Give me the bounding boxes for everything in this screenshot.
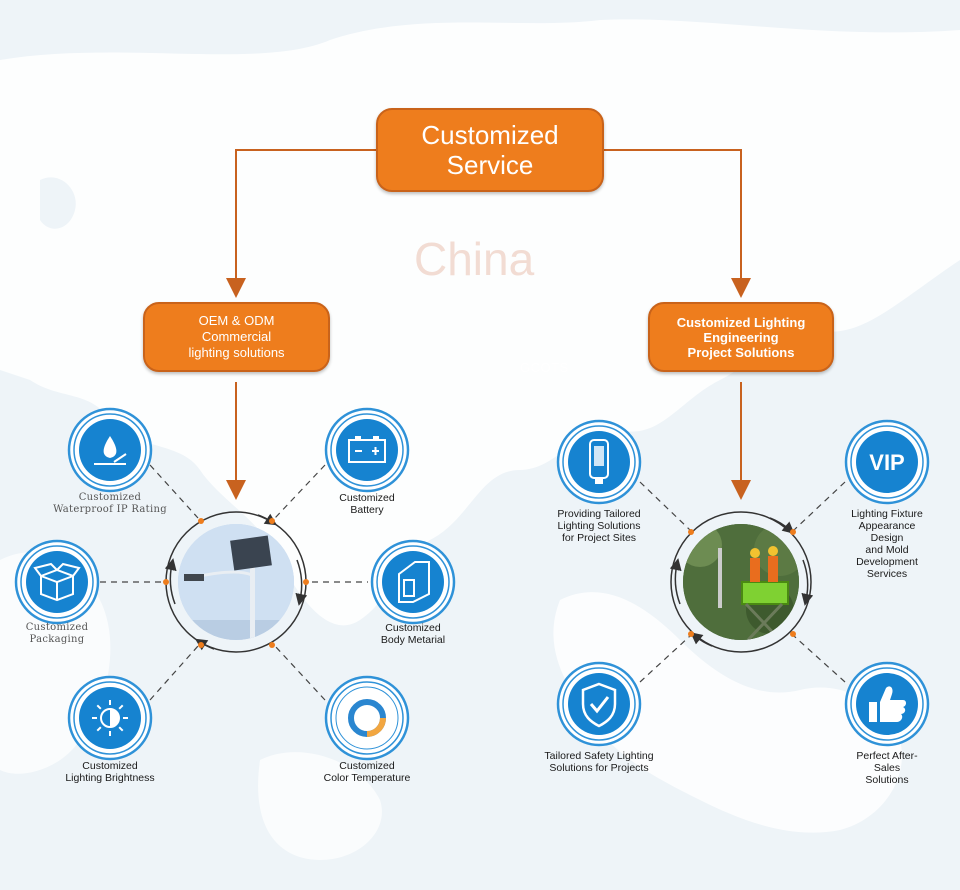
installation-photo [683,524,799,640]
light-fixture-icon [556,419,642,505]
oem-odm-box: OEM & ODM Commercial lighting solutions [143,302,330,372]
label-after-sales: Perfect After-Sales Solutions [856,750,918,786]
body-material-icon [370,539,456,625]
vip-icon: VIP [844,419,930,505]
connector-waterproof [149,464,199,519]
map-country-label: China [414,233,535,285]
connector-after-sales [793,635,846,683]
connector-battery [274,464,326,519]
connector-brightness [149,645,199,701]
label-color-temperature: Customized Color Temperature [323,760,411,784]
brightness-icon [67,675,153,761]
label-body-material: Customized Body Metarial [380,622,446,646]
label-packaging: Customized Packaging [25,622,89,645]
oem-odm-label: OEM & ODM Commercial lighting solutions [188,313,285,360]
left-hub [163,511,309,653]
connector-vip [793,481,846,531]
engineering-solutions-label: Customized Lighting Engineering Project … [676,314,806,360]
connector-safety [639,635,691,683]
street-light-photo [178,524,294,640]
vip-badge-text: VIP [869,450,904,475]
shield-check-icon [556,661,642,747]
label-battery: Customized Battery [339,492,395,516]
label-project-sites: Providing Tailored Lighting Solutions fo… [557,508,641,544]
package-box-icon [14,539,100,625]
customized-service-label: Customized Service [421,120,559,180]
label-vip-services: Lighting Fixture Appearance Design and M… [851,508,923,580]
arrow-main-to-engineering [604,149,751,298]
battery-icon [324,407,410,493]
right-hub [669,511,814,653]
arrow-main-to-oem [226,149,376,298]
connector-color-temp [274,645,326,701]
engineering-solutions-box: Customized Lighting Engineering Project … [648,302,834,372]
connector-project-sites [639,481,691,531]
map-watermark: GCOTS [520,360,569,375]
color-temperature-icon [324,675,410,761]
thumbs-up-icon [844,661,930,747]
label-waterproof: Customized Waterproof IP Rating [53,492,167,515]
water-drop-icon [67,407,153,493]
customized-service-box: Customized Service [376,108,604,192]
label-brightness: Customized Lighting Brightness [65,760,155,784]
label-safety-lighting: Tailored Safety Lighting Solutions for P… [544,750,654,774]
